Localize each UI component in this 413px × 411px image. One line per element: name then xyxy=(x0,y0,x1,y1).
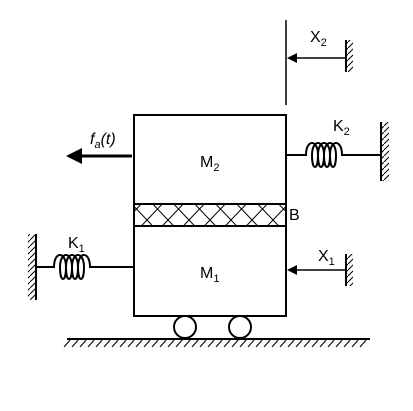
label-x2: X2 xyxy=(310,29,327,49)
spring-k2 xyxy=(286,142,381,168)
ground-hatch-tick xyxy=(87,338,96,348)
x2-arrowhead xyxy=(287,53,297,63)
ground-hatch-tick xyxy=(215,338,224,348)
ground-hatch-tick xyxy=(343,338,352,348)
ground-hatch-tick xyxy=(111,338,120,348)
ground-hatch-tick xyxy=(287,338,296,348)
bearing-layer xyxy=(133,203,287,227)
spring-k1 xyxy=(36,254,134,280)
ground-hatch-tick xyxy=(359,338,368,348)
ground-hatch-tick xyxy=(127,338,136,348)
ground-hatch-tick xyxy=(263,338,272,348)
ground-hatch-tick xyxy=(95,338,104,348)
ground-hatch-tick xyxy=(63,338,72,348)
ground-hatch-tick xyxy=(199,338,208,348)
label-x1: X1 xyxy=(318,248,335,268)
ground-hatch-tick xyxy=(279,338,288,348)
ground-hatch-tick xyxy=(159,338,168,348)
label-k2: K2 xyxy=(333,118,350,138)
ground-hatch-tick xyxy=(135,338,144,348)
ground-hatch-tick xyxy=(319,338,328,348)
ground-hatch-tick xyxy=(239,338,248,348)
ground-hatch-tick xyxy=(143,338,152,348)
label-m2: M2 xyxy=(200,154,219,174)
ground-hatch-tick xyxy=(351,338,360,348)
ground-hatch-tick xyxy=(255,338,264,348)
ground-hatch-tick xyxy=(167,338,176,348)
label-k1: K1 xyxy=(68,235,85,255)
ground-hatch-tick xyxy=(231,338,240,348)
label-b: B xyxy=(289,207,300,224)
wheel-right xyxy=(228,315,252,339)
wheel-left xyxy=(173,315,197,339)
x1-arrowhead xyxy=(287,265,297,275)
ground-hatch-tick xyxy=(271,338,280,348)
ground-hatch-tick xyxy=(191,338,200,348)
ground-hatch-tick xyxy=(303,338,312,348)
mass-m1-box xyxy=(133,225,287,317)
ground-hatch-tick xyxy=(71,338,80,348)
ground xyxy=(63,338,370,348)
ground-hatch-tick xyxy=(151,338,160,348)
left-wall xyxy=(28,234,37,300)
ground-hatch-tick xyxy=(247,338,256,348)
ground-hatch-tick xyxy=(327,338,336,348)
label-m1: M1 xyxy=(200,265,219,285)
ground-hatch-tick xyxy=(311,338,320,348)
force-arrowhead xyxy=(66,148,82,164)
ground-hatch-tick xyxy=(295,338,304,348)
ground-hatch-tick xyxy=(79,338,88,348)
ground-hatch-tick xyxy=(183,338,192,348)
x2-ground-mark xyxy=(345,40,353,72)
right-wall xyxy=(380,122,389,181)
ground-hatch-tick xyxy=(223,338,232,348)
x1-ground-mark xyxy=(345,254,353,286)
ground-hatch-tick xyxy=(335,338,344,348)
ground-hatch-tick xyxy=(103,338,112,348)
ground-hatch-tick xyxy=(175,338,184,348)
ground-hatch-tick xyxy=(207,338,216,348)
ground-hatch-tick xyxy=(119,338,128,348)
label-force: fa(t) xyxy=(90,131,116,151)
